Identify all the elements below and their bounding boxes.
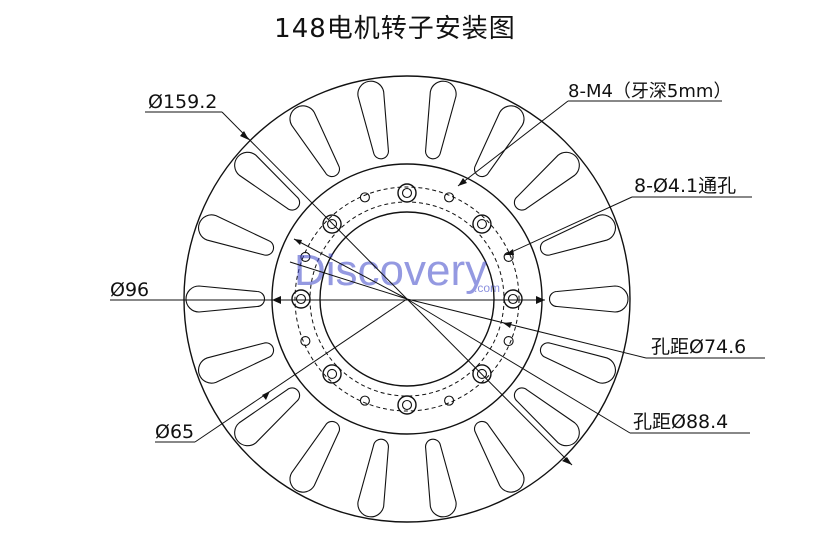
through-hole-inner (401, 399, 413, 411)
m4-thread-hole (359, 192, 370, 203)
spoke-slot (289, 105, 341, 178)
spoke-slot (539, 342, 616, 384)
spoke-slot (234, 387, 301, 447)
leader-d96 (110, 296, 545, 304)
pcd-88-dashed-circle (294, 186, 520, 412)
through-hole-inner (326, 368, 338, 380)
leader-pcd746 (289, 261, 765, 359)
label-m4: 8-M4（牙深5mm） (568, 81, 731, 102)
spoke-slot (357, 80, 389, 160)
through-hole-outer (397, 183, 417, 203)
watermark-text: Discovery (294, 246, 487, 295)
m4-thread-hole (300, 336, 311, 347)
label-d159: Ø159.2 (148, 91, 217, 113)
through-hole-outer (472, 364, 492, 384)
spoke-slot (185, 285, 265, 313)
spoke-slot (513, 387, 580, 447)
spoke-slot (198, 214, 275, 256)
through-hole-inner (401, 187, 413, 199)
spoke-slot (549, 285, 629, 313)
outer-rim (183, 75, 631, 523)
through-hole-outer (291, 289, 311, 309)
through-hole-outer (322, 214, 342, 234)
spoke-slot (473, 420, 525, 493)
label-h41: 8-Ø4.1通孔 (634, 175, 736, 197)
spoke-slot (357, 438, 389, 518)
spoke-slot (473, 105, 525, 178)
label-d96: Ø96 (110, 279, 149, 301)
drawing-title: 148电机转子安装图 (274, 14, 516, 44)
m4-thread-hole (444, 192, 455, 203)
leader-d65 (155, 298, 408, 443)
leader-d159 (145, 111, 408, 300)
label-d65: Ø65 (155, 421, 194, 443)
through-hole-inner (476, 218, 488, 230)
leader-m4 (457, 100, 722, 187)
spoke-slot (425, 438, 457, 518)
m4-thread-hole (503, 336, 514, 347)
watermark-subtext: .com (474, 281, 500, 295)
spoke-slot (539, 214, 616, 256)
spoke-slot (198, 342, 275, 384)
through-hole-outer (503, 289, 523, 309)
leader-pcd884 (293, 238, 750, 466)
label-pcd884: 孔距Ø88.4 (633, 411, 728, 433)
mounting-holes (291, 183, 523, 415)
leader-h41 (504, 196, 752, 256)
through-hole-inner (476, 368, 488, 380)
bore-circle (319, 211, 495, 387)
spoke-slot (425, 80, 457, 160)
through-hole-outer (397, 395, 417, 415)
through-hole-inner (507, 293, 519, 305)
label-pcd746: 孔距Ø74.6 (651, 336, 746, 358)
through-hole-outer (472, 214, 492, 234)
m4-thread-hole (359, 395, 370, 406)
m4-thread-hole (444, 395, 455, 406)
through-hole-outer (322, 364, 342, 384)
m4-thread-hole (300, 251, 311, 262)
through-hole-inner (326, 218, 338, 230)
spoke-slots (185, 80, 629, 518)
spoke-slot (289, 420, 341, 493)
through-hole-inner (295, 293, 307, 305)
spoke-slot (513, 151, 580, 211)
spoke-slot (234, 151, 301, 211)
